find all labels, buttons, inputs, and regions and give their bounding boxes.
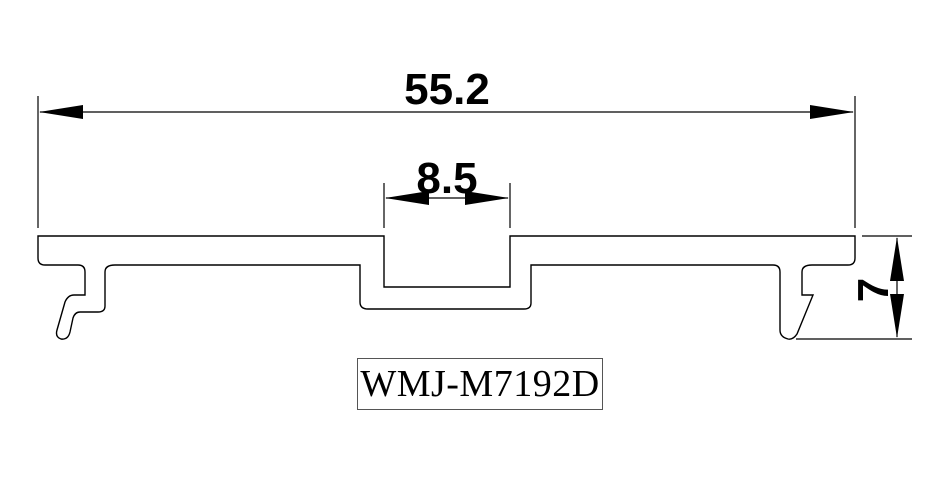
dim-overall-width: 55.2 [404, 65, 490, 114]
part-number-label: WMJ-M7192D [357, 358, 603, 410]
dim-slot-width: 8.5 [416, 154, 477, 203]
profile-outline [37, 235, 856, 340]
dim-height: 7 [849, 278, 898, 302]
